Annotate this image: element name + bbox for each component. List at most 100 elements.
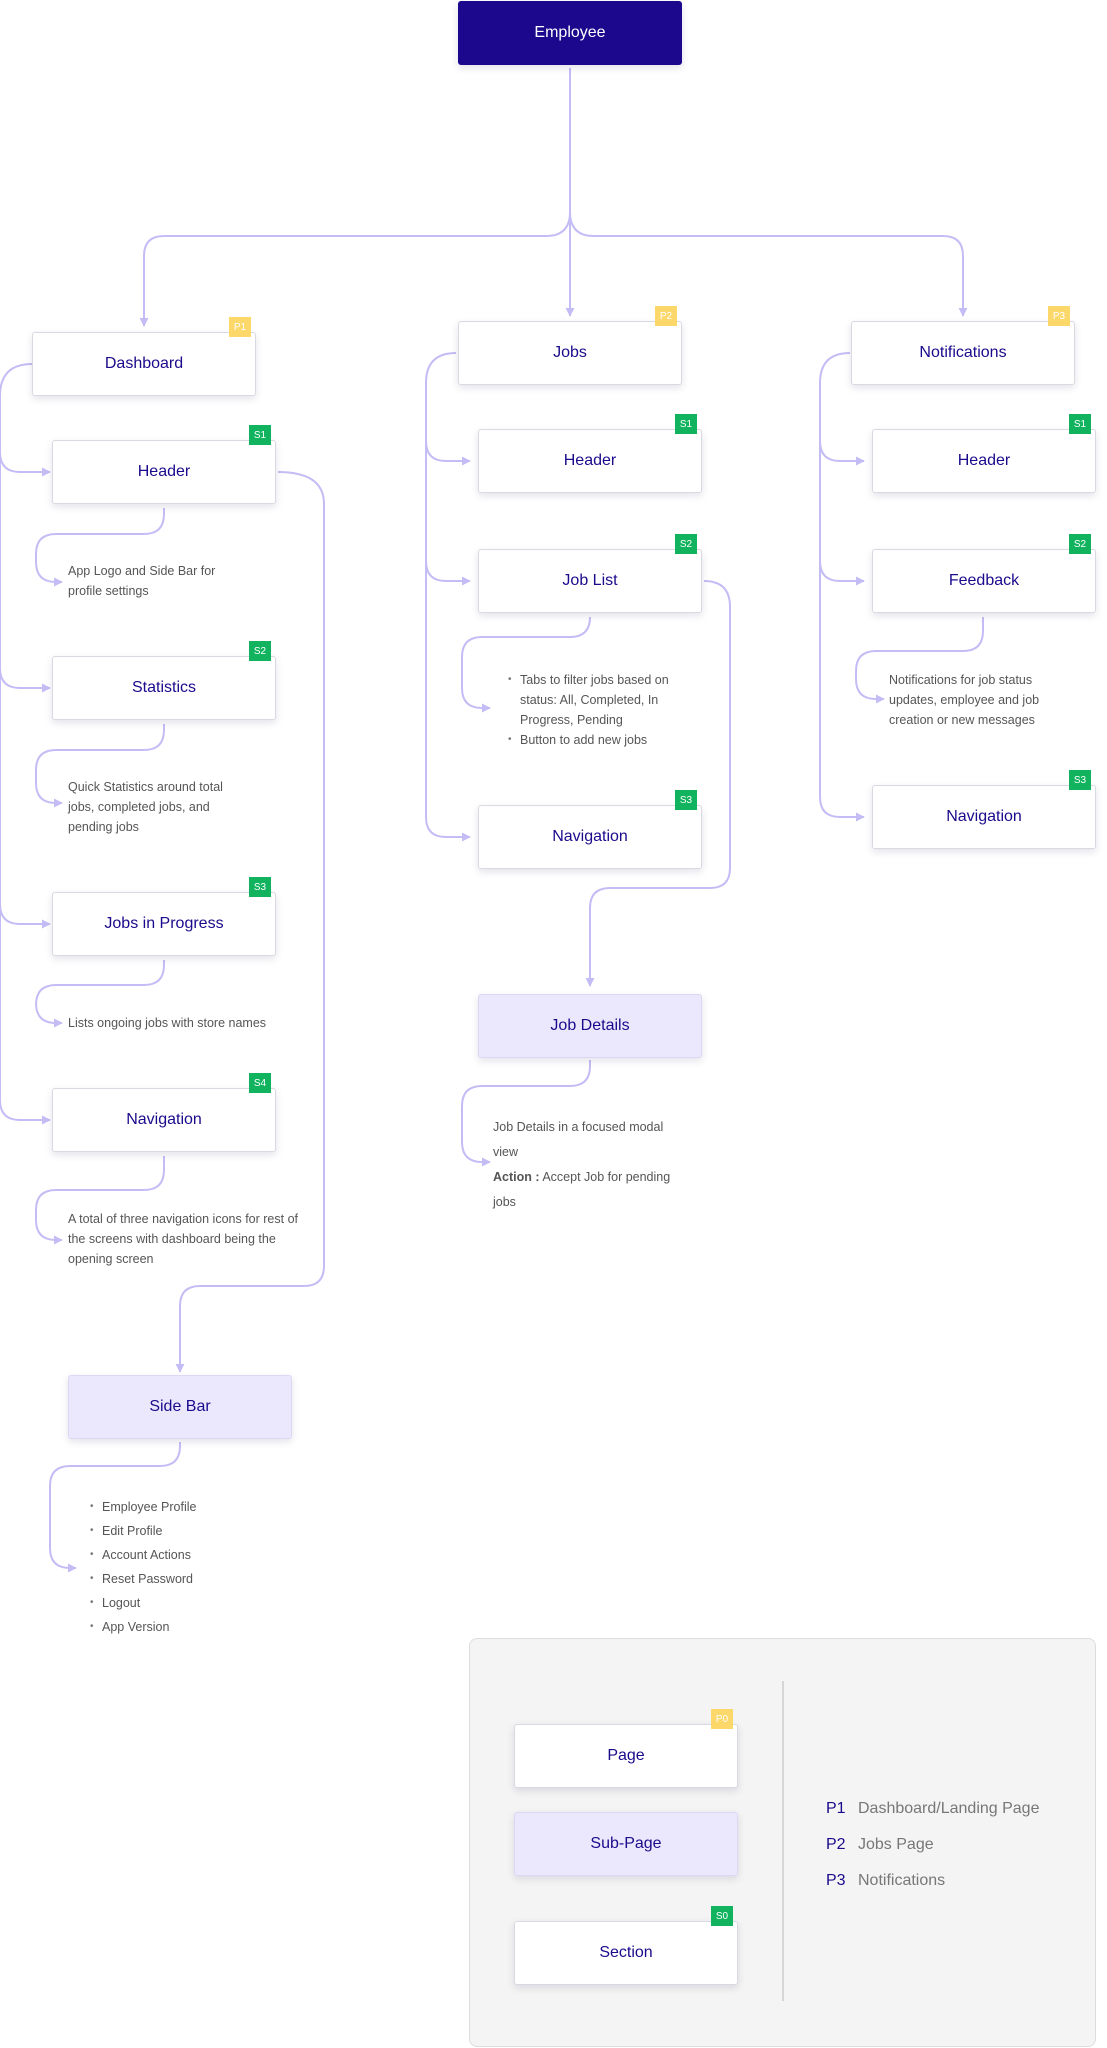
connector-dashboard-navigation xyxy=(0,904,51,1125)
jobs-page-badge: P2 xyxy=(655,306,677,326)
dashboard-label: Dashboard xyxy=(104,355,184,372)
dashboard-navigation-badge: S4 xyxy=(249,1073,271,1093)
connector-joblist-details xyxy=(585,580,731,987)
dashboard-header-description: App Logo and Side Bar for profile settin… xyxy=(68,564,216,598)
dashboard-jobs-in-progress-label: Jobs in Progress xyxy=(104,915,224,932)
dashboard-navigation-section[interactable]: Navigation S4 xyxy=(52,1073,276,1152)
dashboard-navigation-description: A total of three navigation icons for re… xyxy=(68,1212,298,1266)
notifications-page-node[interactable]: Notifications P3 xyxy=(851,306,1075,385)
job-details-subpage[interactable]: Job Details xyxy=(478,994,702,1058)
job-list-badge: S2 xyxy=(675,534,697,554)
notifications-header-section[interactable]: Header S1 xyxy=(872,414,1096,493)
dashboard-header-badge: S1 xyxy=(249,425,271,445)
legend-item-code: P1 xyxy=(826,1800,846,1817)
dashboard-header-section[interactable]: Header S1 xyxy=(52,425,276,504)
notifications-navigation-section[interactable]: Navigation S3 xyxy=(872,770,1096,849)
employee-node[interactable]: Employee xyxy=(458,1,682,65)
job-details-label: Job Details xyxy=(550,1017,630,1034)
connector-jobs-navigation xyxy=(425,561,471,842)
dashboard-jobs-in-progress-description: Lists ongoing jobs with store names xyxy=(68,1016,267,1030)
dashboard-jobs-in-progress-section[interactable]: Jobs in Progress S3 xyxy=(52,877,276,956)
dashboard-page-node[interactable]: Dashboard P1 xyxy=(32,317,256,396)
side-bar-item: Logout xyxy=(90,1593,290,1613)
legend-item-p1: P1 Dashboard/Landing Page xyxy=(826,1800,1039,1818)
legend-item-p2: P2 Jobs Page xyxy=(826,1836,934,1854)
legend-sub-page-node: Sub-Page xyxy=(514,1812,738,1876)
jobs-navigation-section[interactable]: Navigation S3 xyxy=(478,790,702,869)
notifications-page-badge: P3 xyxy=(1048,306,1070,326)
connector-dashboard-jobs-in-progress xyxy=(0,668,51,929)
connector-dashboard-header xyxy=(0,363,51,477)
connector-navigation-desc xyxy=(35,1156,165,1245)
dashboard-statistics-badge: S2 xyxy=(249,641,271,661)
jobs-header-label: Header xyxy=(563,452,617,469)
legend-page-node: Page P0 xyxy=(514,1709,738,1788)
side-bar-item: Account Actions xyxy=(90,1545,290,1565)
job-list-items: Tabs to filter jobs based on status: All… xyxy=(508,670,688,750)
side-bar-item: Employee Profile xyxy=(90,1497,290,1517)
connector-details-desc xyxy=(461,1060,591,1167)
side-bar-label: Side Bar xyxy=(149,1398,211,1415)
job-details-action: Action : Accept Job for pending jobs xyxy=(493,1165,688,1215)
legend-page-label: Page xyxy=(607,1747,645,1764)
jobs-navigation-label: Navigation xyxy=(552,828,628,845)
dashboard-header-label: Header xyxy=(137,463,191,480)
jobs-page-node[interactable]: Jobs P2 xyxy=(458,306,682,385)
side-bar-item: Edit Profile xyxy=(90,1521,290,1541)
notifications-header-label: Header xyxy=(957,452,1011,469)
legend-section-badge: S0 xyxy=(711,1906,733,1926)
side-bar-description: Employee Profile Edit Profile Account Ac… xyxy=(90,1497,290,1641)
feedback-label: Feedback xyxy=(948,572,1020,589)
job-list-item: Tabs to filter jobs based on status: All… xyxy=(508,670,688,730)
legend-item-label: Notifications xyxy=(858,1872,946,1889)
legend-divider xyxy=(782,1681,784,2001)
connector-sidebar-desc xyxy=(49,1442,181,1573)
legend-sub-page-label: Sub-Page xyxy=(590,1835,662,1852)
dashboard-statistics-label: Statistics xyxy=(131,679,196,696)
connector-notifications-navigation xyxy=(819,561,865,822)
dashboard-jobs-in-progress-badge: S3 xyxy=(249,877,271,897)
job-list-item: Button to add new jobs xyxy=(508,730,688,750)
job-details-action-text: Accept Job for pending jobs xyxy=(493,1170,671,1209)
connector-joblist-desc xyxy=(461,616,591,713)
notifications-navigation-label: Navigation xyxy=(946,808,1022,825)
legend-page-badge: P0 xyxy=(711,1709,733,1729)
job-details-action-label: Action : xyxy=(493,1170,540,1184)
job-details-description: Job Details in a focused modal view Acti… xyxy=(493,1115,688,1215)
dashboard-statistics-section[interactable]: Statistics S2 xyxy=(52,641,276,720)
legend-item-label: Dashboard/Landing Page xyxy=(858,1800,1040,1817)
job-list-label: Job List xyxy=(562,572,618,589)
connector-header-desc xyxy=(35,508,165,587)
feedback-section[interactable]: Feedback S2 xyxy=(872,534,1096,613)
legend-item-code: P2 xyxy=(826,1836,846,1853)
connector-dashboard-statistics xyxy=(0,450,51,693)
jobs-header-section[interactable]: Header S1 xyxy=(478,414,702,493)
connector-employee-dashboard xyxy=(139,211,571,327)
dashboard-page-badge: P1 xyxy=(229,317,251,337)
side-bar-item: App Version xyxy=(90,1617,290,1637)
jobs-header-badge: S1 xyxy=(675,414,697,434)
connector-employee-notifications xyxy=(569,211,968,317)
feedback-description: Notifications for job status updates, em… xyxy=(889,673,1040,727)
connector-feedback-desc xyxy=(855,617,984,704)
notifications-navigation-badge: S3 xyxy=(1069,770,1091,790)
dashboard-navigation-label: Navigation xyxy=(126,1111,202,1128)
legend-panel: Page P0 Sub-Page Section S0 P1 Dashboard/… xyxy=(469,1638,1096,2047)
employee-label: Employee xyxy=(534,24,606,41)
legend-section-node: Section S0 xyxy=(514,1906,738,1985)
legend-item-label: Jobs Page xyxy=(858,1836,934,1853)
feedback-badge: S2 xyxy=(1069,534,1091,554)
notifications-header-badge: S1 xyxy=(1069,414,1091,434)
dashboard-statistics-description: Quick Statistics around total jobs, comp… xyxy=(68,780,223,834)
connector-header-sidebar xyxy=(175,471,325,1373)
side-bar-items: Employee Profile Edit Profile Account Ac… xyxy=(90,1497,290,1637)
notifications-label: Notifications xyxy=(919,344,1007,361)
connector-statistics-desc xyxy=(35,724,165,808)
legend-section-label: Section xyxy=(599,1944,653,1961)
jobs-navigation-badge: S3 xyxy=(675,790,697,810)
side-bar-subpage[interactable]: Side Bar xyxy=(68,1375,292,1439)
job-list-section[interactable]: Job List S2 xyxy=(478,534,702,613)
connector-jobs-in-progress-desc xyxy=(35,960,165,1028)
